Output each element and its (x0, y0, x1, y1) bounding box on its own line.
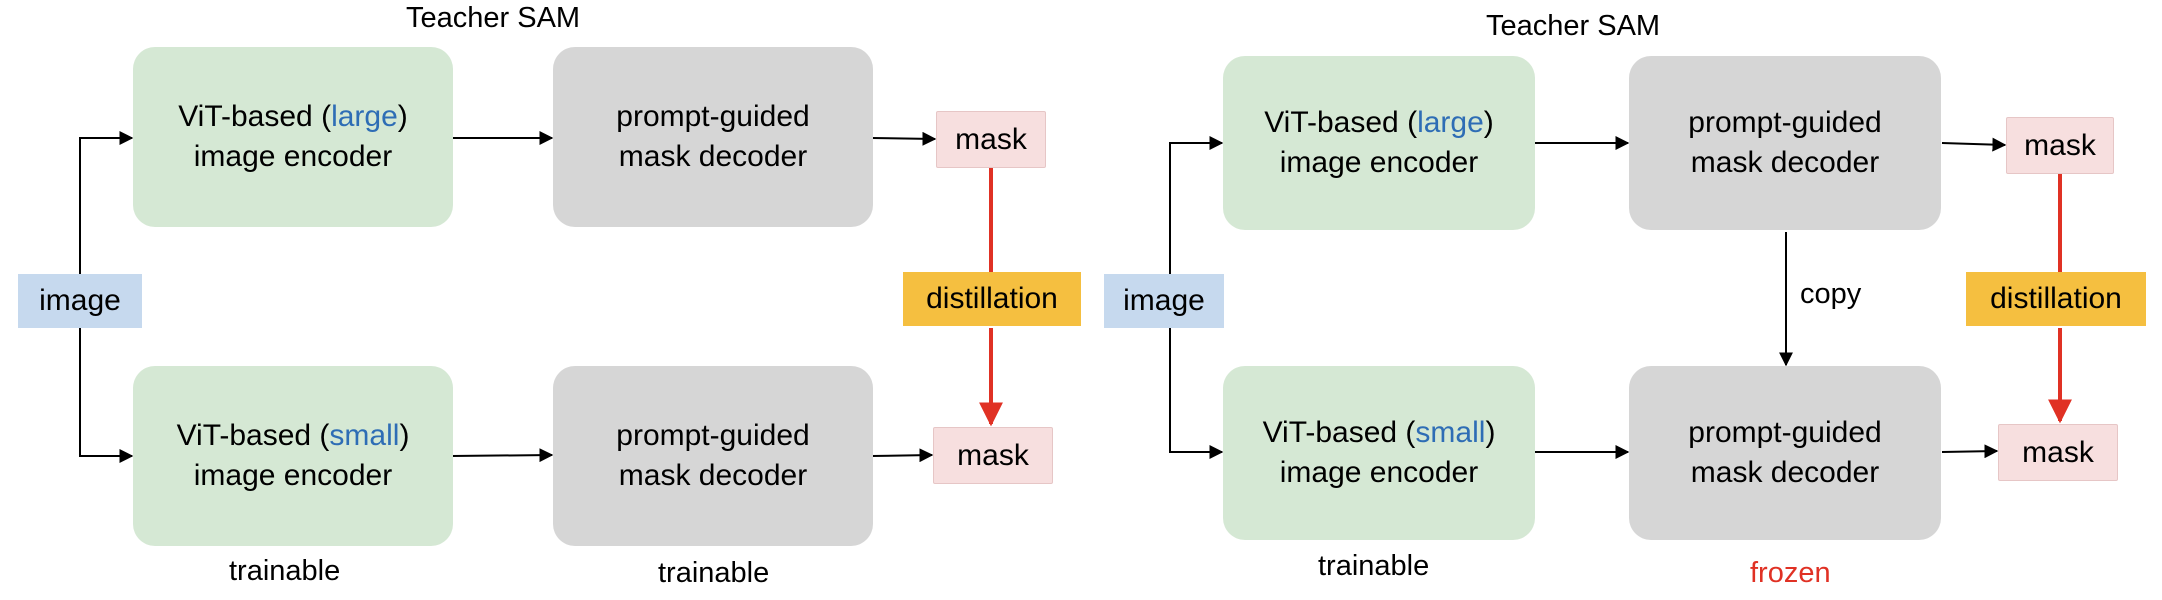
teacher-sam-title: Teacher SAM (1486, 10, 1661, 42)
encoder-line-1: ViT-based (small) (176, 419, 410, 452)
encoder-size-label: large (1417, 106, 1484, 139)
encoder-state-label: trainable (1318, 550, 1430, 582)
image-to-teacher-encoder-arrow (1169, 136, 1224, 278)
encoder-line-1: ViT-based (small) (1262, 416, 1496, 449)
encoder-line-2: image encoder (193, 459, 393, 492)
decoder-line-1: prompt-guided (1688, 106, 1882, 139)
copy-label: copy (1800, 278, 1862, 310)
decoder-line-2: mask decoder (1690, 146, 1880, 179)
student-image-encoder: ViT-based (small) image encoder (1223, 366, 1535, 540)
teacher-mask: mask (2006, 117, 2114, 174)
image-input: image (1104, 274, 1224, 328)
decoder-line-1: prompt-guided (616, 419, 810, 452)
encoder-line-2: image encoder (193, 140, 393, 173)
image-input: image (18, 274, 142, 328)
encoder-state-label: trainable (229, 555, 341, 587)
encoder-size-label: large (331, 100, 398, 133)
teacher-image-encoder: ViT-based (large) image encoder (1223, 56, 1535, 230)
teacher-mask-decoder: prompt-guided mask decoder (1629, 56, 1941, 230)
encoder-line-1: ViT-based (large) (1264, 106, 1494, 139)
image-input-label: image (1123, 284, 1205, 317)
student-mask-label: mask (957, 438, 1029, 472)
student-mask: mask (933, 427, 1053, 484)
decoder-state-label: frozen (1750, 557, 1831, 589)
teacher-image-encoder: ViT-based (large) image encoder (133, 47, 453, 227)
teacher-decoder-to-mask-arrow (871, 131, 937, 146)
encoder-line-1: ViT-based (large) (178, 100, 408, 133)
teacher-mask-decoder: prompt-guided mask decoder (553, 47, 873, 227)
image-to-student-encoder-arrow (1169, 326, 1224, 459)
student-mask-label: mask (2022, 435, 2094, 469)
decoder-line-1: prompt-guided (1688, 416, 1882, 449)
student-decoder-to-mask-arrow (871, 448, 934, 463)
decoder-state-label: trainable (658, 557, 770, 589)
teacher-mask: mask (936, 111, 1046, 168)
student-mask-decoder: prompt-guided mask decoder (1629, 366, 1941, 540)
image-to-teacher-encoder-arrow (79, 131, 134, 278)
image-to-student-encoder-arrow (79, 326, 134, 463)
student-mask-decoder: prompt-guided mask decoder (553, 366, 873, 546)
decoder-line-2: mask decoder (618, 140, 808, 173)
encoder-line-2: image encoder (1279, 456, 1479, 489)
distillation-label: distillation (1990, 282, 2122, 315)
distillation-label: distillation (926, 282, 1058, 315)
teacher-decoder-to-mask-arrow (1941, 137, 2007, 152)
teacher-sam-title: Teacher SAM (406, 2, 581, 34)
encoder-size-label: small (1415, 416, 1486, 449)
decoder-line-2: mask decoder (618, 459, 808, 492)
encoder-size-label: small (329, 419, 400, 452)
decoder-line-2: mask decoder (1690, 456, 1880, 489)
student-mask: mask (1998, 424, 2118, 481)
student-encoder-to-decoder-arrow (451, 448, 554, 463)
encoder-line-2: image encoder (1279, 146, 1479, 179)
distillation-box: distillation (903, 272, 1081, 326)
teacher-mask-label: mask (2024, 128, 2096, 162)
student-image-encoder: ViT-based (small) image encoder (133, 366, 453, 546)
teacher-mask-label: mask (955, 122, 1027, 156)
student-decoder-to-mask-arrow (1941, 444, 1999, 459)
decoder-line-1: prompt-guided (616, 100, 810, 133)
distillation-box: distillation (1966, 272, 2146, 326)
image-input-label: image (39, 284, 121, 317)
